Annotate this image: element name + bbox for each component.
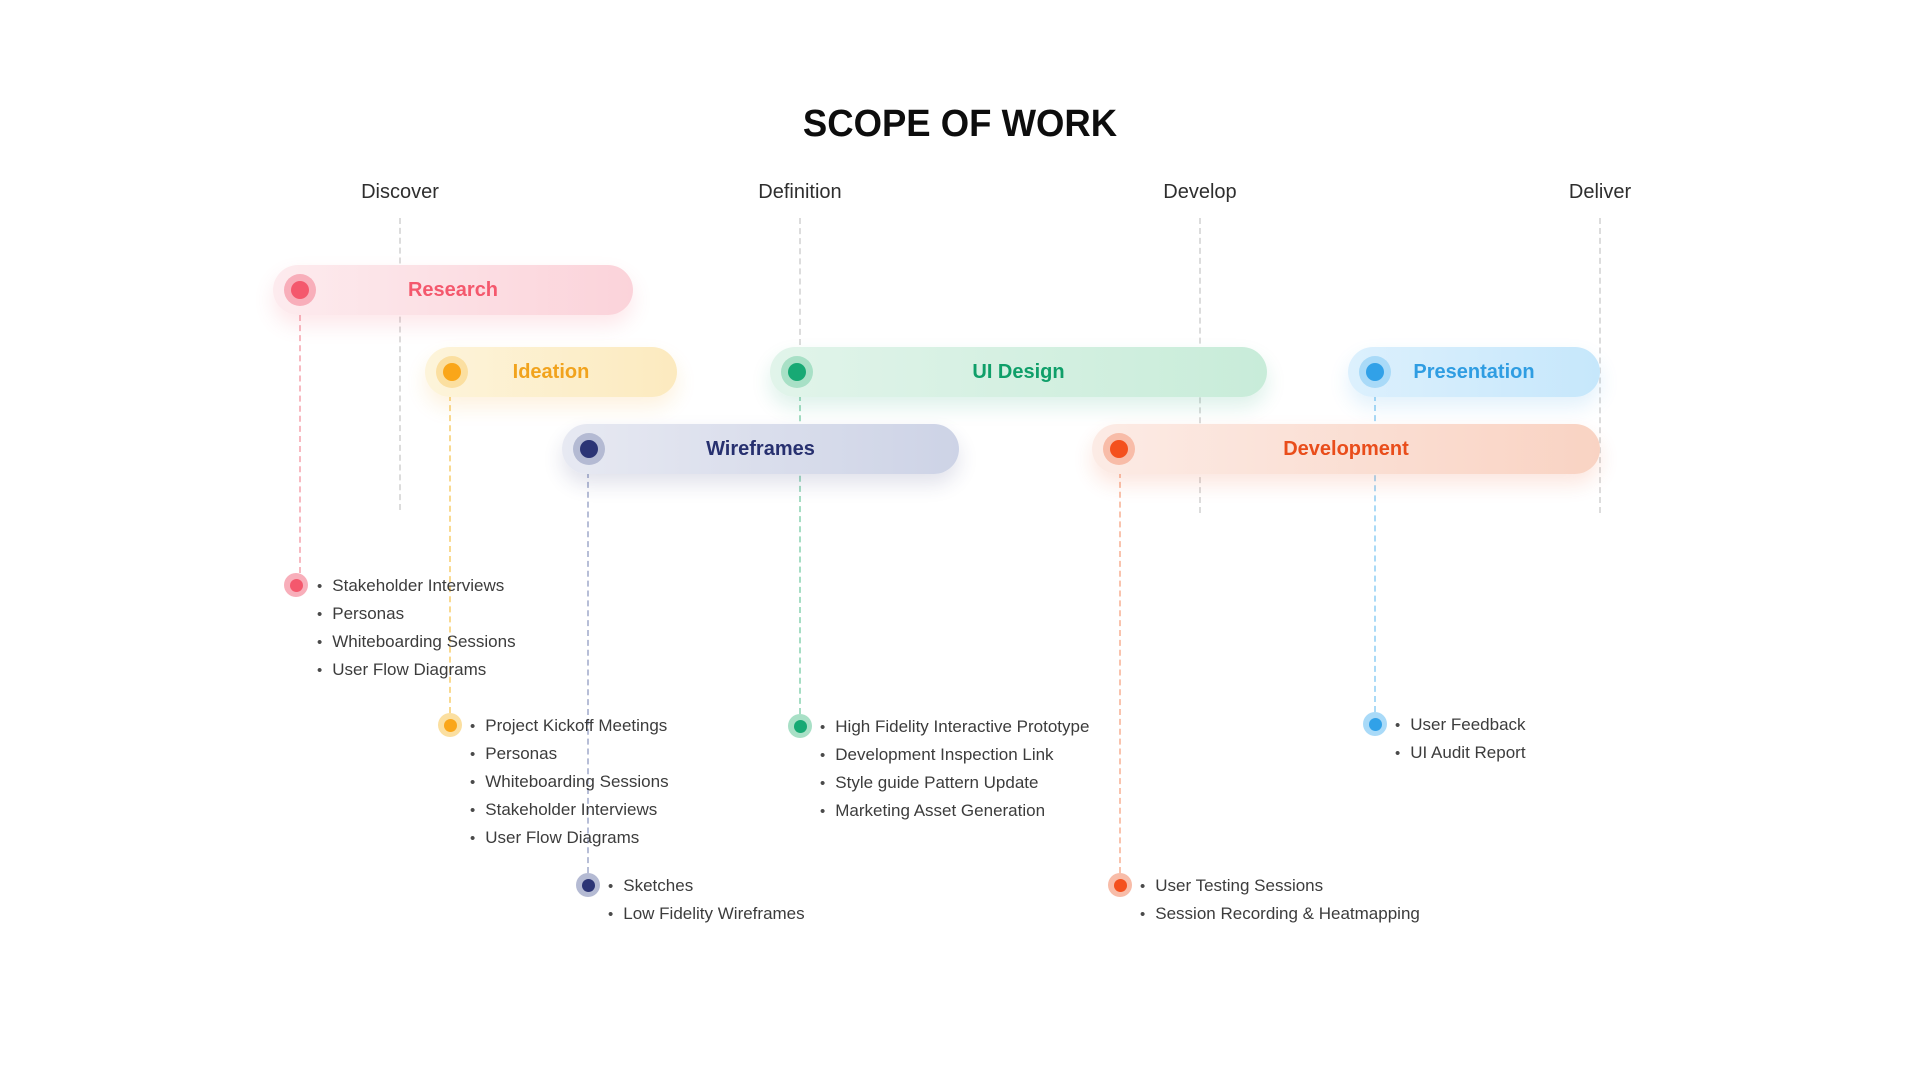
phase-pill-wireframes: Wireframes: [562, 424, 959, 474]
connector-research: [299, 315, 301, 573]
presentation-task-dot-icon: [1363, 712, 1387, 736]
task-item: Session Recording & Heatmapping: [1140, 900, 1420, 928]
task-item: Personas: [317, 600, 516, 628]
task-item: Stakeholder Interviews: [317, 572, 516, 600]
column-header-deliver: Deliver: [1568, 181, 1632, 203]
phase-label-development: Development: [1283, 437, 1409, 460]
task-item: Whiteboarding Sessions: [317, 628, 515, 656]
wireframes-task-dot-icon: [576, 873, 600, 897]
connector-ui-design: [799, 395, 801, 714]
task-item: Stakeholder Interviews: [470, 796, 669, 824]
phase-label-wireframes: Wireframes: [706, 437, 815, 460]
task-item: User Testing Sessions: [1140, 872, 1420, 900]
task-item: User Flow Diagrams: [470, 824, 669, 852]
phase-label-ui-design: UI Design: [972, 360, 1065, 383]
research-dot-icon: [284, 274, 316, 306]
research-task-dot-icon: [284, 573, 308, 597]
presentation-dot-icon: [1359, 356, 1391, 388]
ideation-task-dot-icon: [438, 713, 462, 737]
phase-pill-ideation: Ideation: [425, 347, 677, 397]
phase-pill-research: Research: [273, 265, 633, 315]
phase-label-research: Research: [407, 278, 499, 301]
ui-design-dot-icon: [781, 356, 813, 388]
task-item: Low Fidelity Wireframes: [608, 900, 804, 928]
task-item: User Flow Diagrams: [317, 656, 516, 684]
development-task-dot-icon: [1108, 873, 1132, 897]
phase-label-ideation: Ideation: [512, 360, 590, 383]
task-item: User Feedback: [1395, 711, 1525, 739]
task-list-research: Stakeholder InterviewsPersonasWhiteboard…: [317, 572, 516, 684]
connector-development: [1119, 472, 1121, 873]
phase-label-presentation: Presentation: [1413, 360, 1535, 383]
phase-pill-ui-design: UI Design: [770, 347, 1267, 397]
page-title: SCOPE OF WORK: [802, 103, 1118, 145]
column-header-develop: Develop: [1163, 181, 1237, 203]
task-list-wireframes: SketchesLow Fidelity Wireframes: [608, 872, 805, 928]
ideation-dot-icon: [436, 356, 468, 388]
task-item: Project Kickoff Meetings: [470, 712, 669, 740]
connector-ideation: [449, 395, 451, 713]
task-item: Personas: [470, 740, 669, 768]
task-list-ui-design: High Fidelity Interactive PrototypeDevel…: [820, 713, 1089, 825]
task-list-ideation: Project Kickoff MeetingsPersonasWhiteboa…: [470, 712, 669, 852]
gridline-discover: [399, 218, 401, 510]
connector-presentation: [1374, 395, 1376, 712]
gridline-deliver: [1599, 218, 1601, 513]
task-list-development: User Testing SessionsSession Recording &…: [1140, 872, 1420, 928]
task-list-presentation: User FeedbackUI Audit Report: [1395, 711, 1525, 767]
task-item: Style guide Pattern Update: [820, 769, 1089, 797]
task-item: Whiteboarding Sessions: [470, 768, 668, 796]
phase-pill-presentation: Presentation: [1348, 347, 1600, 397]
task-item: Development Inspection Link: [820, 741, 1089, 769]
column-header-definition: Definition: [758, 181, 842, 203]
task-item: Marketing Asset Generation: [820, 797, 1089, 825]
wireframes-dot-icon: [573, 433, 605, 465]
connector-wireframes: [587, 472, 589, 873]
task-item: High Fidelity Interactive Prototype: [820, 713, 1089, 741]
task-item: UI Audit Report: [1395, 739, 1525, 767]
ui-design-task-dot-icon: [788, 714, 812, 738]
column-header-discover: Discover: [361, 181, 439, 203]
task-item: Sketches: [608, 872, 805, 900]
gridline-definition: [799, 218, 801, 345]
phase-pill-development: Development: [1092, 424, 1600, 474]
development-dot-icon: [1103, 433, 1135, 465]
